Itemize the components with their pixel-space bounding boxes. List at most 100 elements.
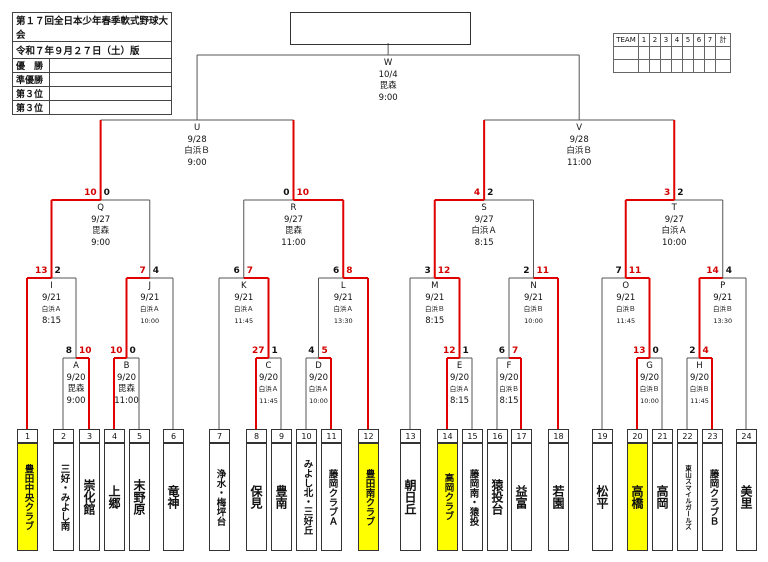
match-d-time: 10:00 <box>309 396 328 405</box>
score-q-left: 10 <box>84 188 97 198</box>
team-name-4: 上郷 <box>104 443 125 551</box>
match-p-venue: 白浜Ｂ <box>713 305 733 313</box>
match-w-venue: 毘森 <box>379 81 397 91</box>
team-name-14: 高岡クラブ <box>437 443 458 551</box>
team-name-12: 豊田南クラブ <box>358 443 379 551</box>
match-f-id: F <box>506 361 512 371</box>
team-number-1: 1 <box>17 429 38 443</box>
score-n-right: 11 <box>536 266 550 276</box>
match-l-id: L <box>340 281 346 291</box>
score-k-left: 6 <box>233 266 240 276</box>
team-name-11: 藤岡クラブＡ <box>321 443 342 551</box>
team-number-4: 4 <box>104 429 125 443</box>
score-b-left: 10 <box>109 346 123 356</box>
score-l-right: 8 <box>346 266 353 276</box>
team-name-21: 高岡 <box>652 443 673 551</box>
match-m-time: 8:15 <box>425 315 445 326</box>
team-name-8: 保見 <box>246 443 267 551</box>
match-b-id: B <box>123 361 130 371</box>
team-number-12: 12 <box>358 429 379 443</box>
team-name-3: 崇化館 <box>79 443 100 551</box>
score-h-right: 4 <box>702 346 709 356</box>
score-s-right: 2 <box>487 188 494 198</box>
match-q-date: 9/27 <box>91 214 111 225</box>
score-row-team <box>613 59 639 73</box>
score-f-right: 7 <box>512 346 519 356</box>
score-total-header: 計 <box>715 33 731 47</box>
match-i-time: 8:15 <box>41 315 62 326</box>
match-l-time: 13:30 <box>333 316 353 325</box>
team-name-22: 東山スマイルガールズ <box>677 443 698 551</box>
match-k-venue: 白浜Ａ <box>234 305 254 313</box>
match-q-id: Q <box>97 203 104 213</box>
match-n-id: N <box>530 281 537 291</box>
match-s-time: 8:15 <box>474 237 494 248</box>
score-e-left: 12 <box>442 346 456 356</box>
score-f-left: 6 <box>498 346 505 356</box>
team-number-7: 7 <box>209 429 230 443</box>
match-v-id: V <box>576 123 583 133</box>
match-t-time: 10:00 <box>662 237 687 248</box>
match-n-venue: 白浜Ｂ <box>523 305 544 313</box>
score-h-left: 2 <box>689 346 696 356</box>
team-name-10: みよし北・三好丘 <box>296 443 317 551</box>
tournament-title: 第１７回全日本少年春季軟式野球大会 <box>12 12 172 42</box>
match-c-venue: 白浜Ａ <box>258 385 279 393</box>
inning-6: 6 <box>693 33 705 47</box>
score-j-right: 4 <box>152 266 160 276</box>
team-number-2: 2 <box>53 429 74 443</box>
place-champion-label: 優 勝 <box>12 58 50 73</box>
team-number-17: 17 <box>511 429 532 443</box>
match-d-date: 9/20 <box>308 372 329 383</box>
match-u-date: 9/28 <box>187 134 207 145</box>
team-number-6: 6 <box>163 429 184 443</box>
team-number-15: 15 <box>462 429 483 443</box>
match-s-date: 9/27 <box>474 214 494 225</box>
team-name-19: 松平 <box>592 443 613 551</box>
match-m-venue: 白浜Ｂ <box>425 305 445 313</box>
team-number-3: 3 <box>79 429 100 443</box>
score-r-left: 0 <box>283 188 290 198</box>
score-t-left: 3 <box>663 188 671 198</box>
match-j-venue: 白浜Ａ <box>140 305 160 313</box>
match-t-venue: 白浜Ａ <box>661 226 687 236</box>
score-m-right: 12 <box>437 266 451 276</box>
score-p-right: 4 <box>725 266 733 276</box>
match-q-time: 9:00 <box>91 237 111 248</box>
match-r-venue: 毘森 <box>284 226 302 236</box>
match-u-time: 9:00 <box>187 157 207 168</box>
match-t-date: 9/27 <box>664 214 684 225</box>
match-w-time: 9:00 <box>378 92 398 103</box>
score-c-left: 27 <box>251 346 265 356</box>
score-d-right: 5 <box>321 346 328 356</box>
team-number-21: 21 <box>652 429 673 443</box>
match-f-time: 8:15 <box>499 395 519 406</box>
match-l-date: 9/21 <box>333 292 353 303</box>
match-m-date: 9/21 <box>425 292 445 303</box>
match-h-date: 9/20 <box>689 372 710 383</box>
team-number-10: 10 <box>296 429 317 443</box>
match-h-id: H <box>696 361 703 371</box>
team-name-23: 藤岡クラブＢ <box>702 443 723 551</box>
place-runnerup-value <box>49 72 172 87</box>
results-table: 第１７回全日本少年春季軟式野球大会 令和７年９月２７日（土）版 優 勝 準優勝 … <box>12 12 172 115</box>
score-j-left: 7 <box>139 266 146 276</box>
team-name-17: 益富 <box>511 443 532 551</box>
team-number-11: 11 <box>321 429 342 443</box>
match-g-date: 9/20 <box>639 372 660 383</box>
match-d-venue: 白浜Ａ <box>308 385 329 393</box>
score-s-left: 4 <box>473 188 481 198</box>
